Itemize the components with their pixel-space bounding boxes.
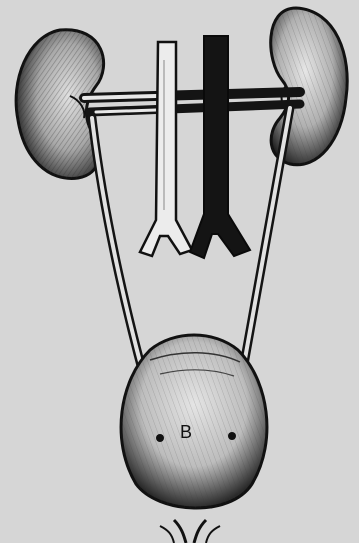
vena-cava <box>140 42 192 256</box>
urethra <box>160 520 220 543</box>
bladder-label: B <box>173 422 199 443</box>
kidney-left <box>16 30 103 179</box>
renal-vessels <box>84 92 300 112</box>
aorta <box>190 36 250 258</box>
